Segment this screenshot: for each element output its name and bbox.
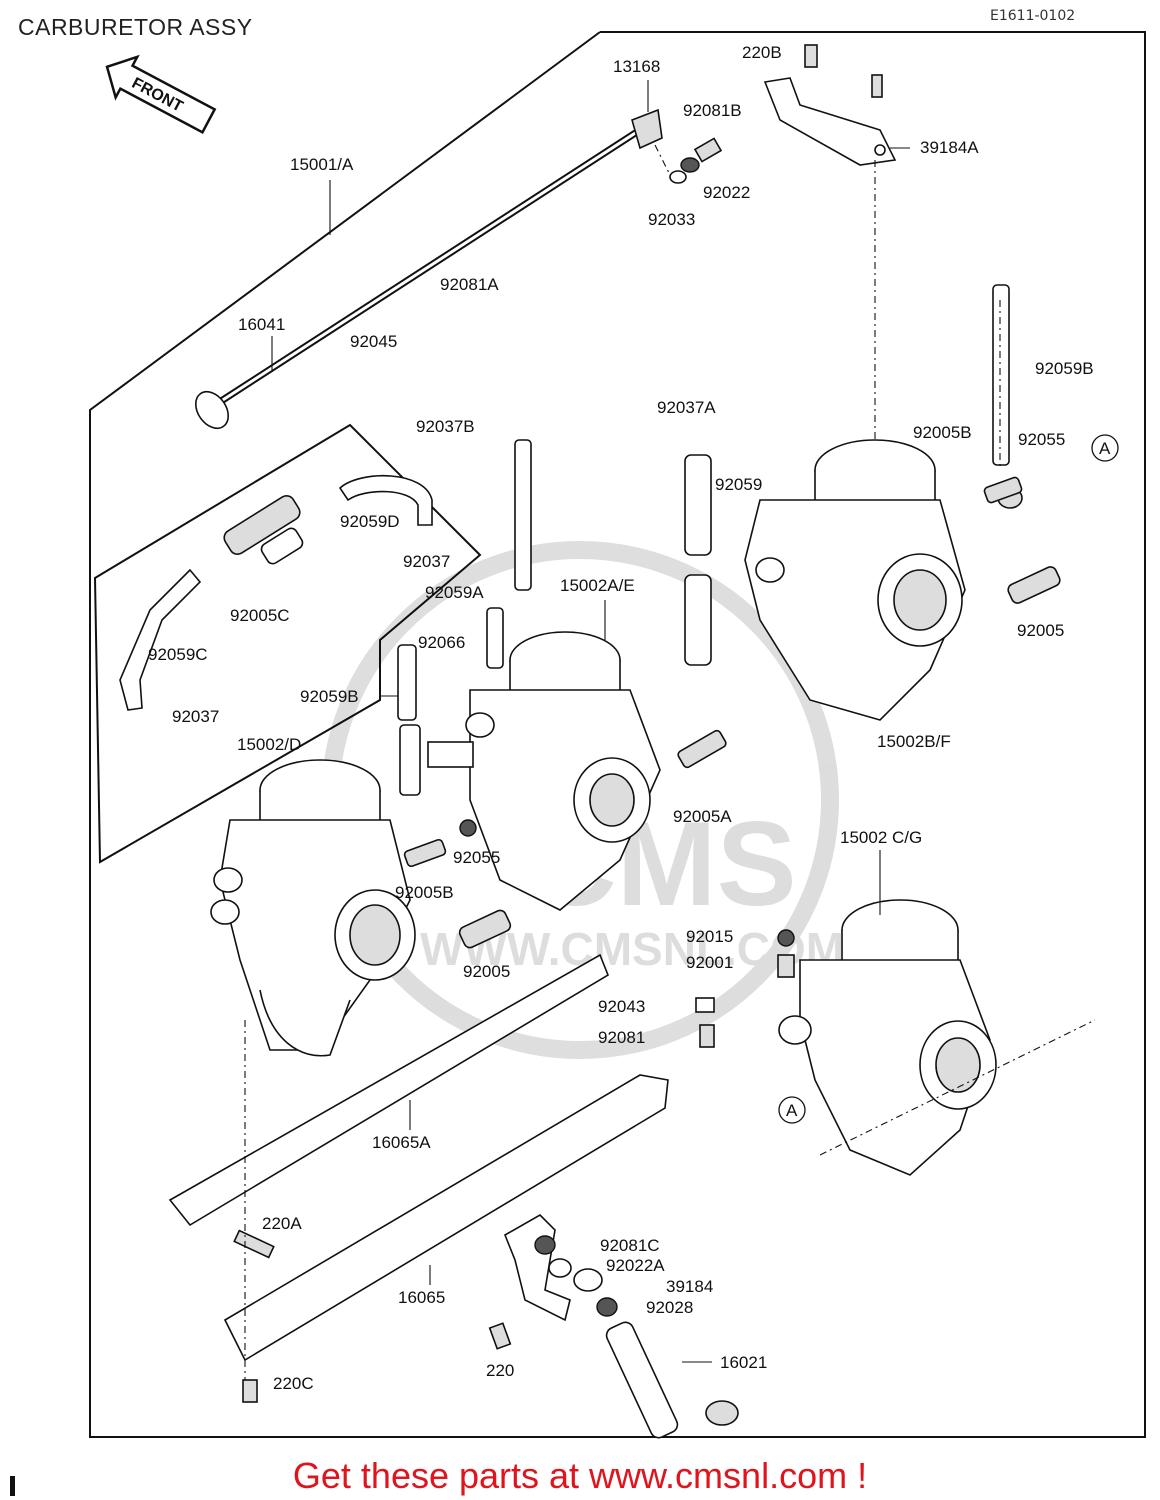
- hose-inset-frame: [93, 423, 482, 864]
- part-label: 92081: [598, 1028, 645, 1047]
- diagram-frame: [89, 31, 1146, 1438]
- part-label: 92037: [172, 707, 219, 726]
- buy-parts-link[interactable]: Get these parts at www.cmsnl.com !: [292, 1455, 868, 1496]
- part-label: 220: [486, 1361, 514, 1380]
- part-label: 39184A: [920, 138, 979, 157]
- mounting-plate-16065a: [168, 953, 609, 1227]
- part-label: 92081A: [440, 275, 499, 294]
- part-label: 92059D: [340, 512, 400, 531]
- part-label: 92059C: [148, 645, 208, 664]
- spring-washer-set: [669, 137, 723, 184]
- part-label: 92015: [686, 927, 733, 946]
- part-label: 92005C: [230, 606, 290, 625]
- mounting-plate-16065: [223, 1074, 669, 1362]
- part-label: 92059B: [1035, 359, 1094, 378]
- part-label: 15002/D: [237, 735, 301, 754]
- part-label: 92005A: [673, 807, 732, 826]
- part-label: 13168: [613, 57, 660, 76]
- part-label: 92033: [648, 210, 695, 229]
- leader-lines: [271, 80, 910, 1363]
- part-label: 92081C: [600, 1236, 660, 1255]
- vent-tubes: [397, 284, 1010, 796]
- part-label: 92001: [686, 953, 733, 972]
- callout-a-1: A: [1099, 439, 1111, 458]
- part-label: 92037: [403, 552, 450, 571]
- part-label: 92005B: [395, 883, 454, 902]
- part-label: 92043: [598, 997, 645, 1016]
- part-label: 92081B: [683, 101, 742, 120]
- page-corner-mark: [10, 1476, 15, 1496]
- reference-code: E1611-0102: [990, 8, 1076, 24]
- part-label: 220A: [262, 1214, 302, 1233]
- part-label: 15002 C/G: [840, 828, 922, 847]
- carburetor-15002-d: [210, 759, 416, 1057]
- part-label: 39184: [666, 1277, 713, 1296]
- diagram-title: CARBURETOR ASSY: [18, 14, 253, 40]
- part-label: 92005: [463, 962, 510, 981]
- hose-assembly: [119, 474, 433, 711]
- callout-a-2: A: [786, 1101, 798, 1120]
- callout-markers: A A: [778, 434, 1119, 1124]
- part-label: 15001/A: [290, 155, 354, 174]
- part-label: 92055: [453, 848, 500, 867]
- carburetor-15002-c-g: [778, 899, 997, 1176]
- part-label: 92037B: [416, 417, 475, 436]
- part-label: 92059A: [425, 583, 484, 602]
- choke-shaft: [194, 108, 663, 430]
- part-label: 16021: [720, 1353, 767, 1372]
- part-labels: 13168 220B 92081B 39184A 15001/A 92022 9…: [148, 43, 1094, 1393]
- part-label: 220B: [742, 43, 782, 62]
- carburetor-15002a-e: [427, 631, 661, 911]
- part-label: 15002B/F: [877, 732, 951, 751]
- part-label: 92037A: [657, 398, 716, 417]
- part-label: 15002A/E: [560, 576, 635, 595]
- part-label: 220C: [273, 1374, 314, 1393]
- throttle-bracket: [503, 1214, 739, 1439]
- part-label: 92059B: [300, 687, 359, 706]
- carburetor-15002b-f: [744, 439, 1023, 721]
- front-arrow: FRONT: [105, 54, 217, 134]
- center-lines: [244, 144, 1096, 1380]
- part-label: 92005: [1017, 621, 1064, 640]
- part-label: 92045: [350, 332, 397, 351]
- screws: [233, 1229, 512, 1403]
- part-label: 92066: [418, 633, 465, 652]
- part-label: 16065A: [372, 1133, 431, 1152]
- part-label: 92059: [715, 475, 762, 494]
- part-label: 92022A: [606, 1256, 665, 1275]
- part-label: 16041: [238, 315, 285, 334]
- part-label: 92028: [646, 1298, 693, 1317]
- part-label: 92005B: [913, 423, 972, 442]
- part-label: 16065: [398, 1288, 445, 1307]
- fittings: [403, 476, 1061, 1048]
- link-bracket: [763, 44, 897, 166]
- part-label: 92055: [1018, 430, 1065, 449]
- part-label: 92022: [703, 183, 750, 202]
